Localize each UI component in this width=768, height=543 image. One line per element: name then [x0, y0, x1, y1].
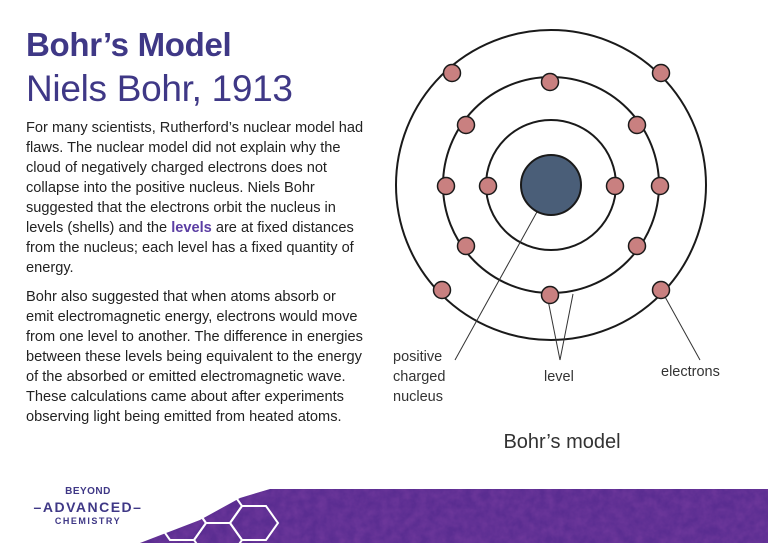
electron [442, 63, 462, 83]
electron [650, 176, 670, 196]
paragraph-3: These calculations came about after expe… [26, 389, 344, 425]
logo-line-beyond: BEYOND [65, 486, 111, 497]
label-charged: charged [393, 369, 445, 385]
orbit-outer [395, 29, 707, 341]
footer-banner [140, 488, 768, 543]
electron [651, 280, 671, 300]
logo-line-chemistry: CHEMISTRY [54, 516, 122, 526]
levels-highlight: levels [171, 220, 212, 236]
paragraph-1-text: For many scientists, Rutherford’s nuclea… [26, 120, 364, 236]
electrons [432, 63, 671, 305]
page-subtitle: Niels Bohr, 1913 [26, 68, 293, 109]
hexagon-pattern [156, 488, 280, 543]
paragraph-1: For many scientists, Rutherford’s nuclea… [26, 118, 366, 278]
level-pointer-middle [559, 293, 574, 361]
paragraph-1-text-end: are at fixed distances from the nucleus;… [26, 220, 354, 276]
electron [436, 176, 456, 196]
pointer-lines [454, 191, 701, 361]
beyond-advanced-chemistry-logo: BEYOND –ADVANCED– CHEMISTRY [22, 486, 154, 527]
texture-noise [140, 489, 768, 543]
nucleus [520, 154, 582, 216]
electron [627, 236, 647, 256]
electron [540, 72, 560, 92]
logo-line-advanced: –ADVANCED– [33, 499, 143, 515]
electron [627, 115, 647, 135]
page-title: Bohr’s Model [26, 26, 232, 63]
texture-band [140, 489, 768, 543]
electron [605, 176, 625, 196]
level-pointer-inner [547, 299, 561, 361]
label-level: level [544, 369, 574, 385]
electron [478, 176, 498, 196]
nucleus-pointer [454, 191, 549, 361]
electron [456, 236, 476, 256]
electron [651, 63, 671, 83]
paragraph-2: Bohr also suggested that when atoms abso… [26, 289, 363, 385]
label-positive: positive [393, 349, 442, 365]
bohr-model-diagram: positive charged nucleus level electrons… [393, 29, 720, 453]
label-electrons: electrons [661, 364, 720, 380]
diagram-caption: Bohr’s model [503, 431, 620, 453]
label-nucleus: nucleus [393, 389, 443, 405]
electron [432, 280, 452, 300]
electron-pointer [663, 294, 701, 361]
hexagon [192, 522, 244, 543]
logo-advanced-text: ADVANCED [42, 499, 134, 515]
electron [456, 115, 476, 135]
body-text: For many scientists, Rutherford’s nuclea… [26, 118, 366, 427]
electron [540, 285, 560, 305]
